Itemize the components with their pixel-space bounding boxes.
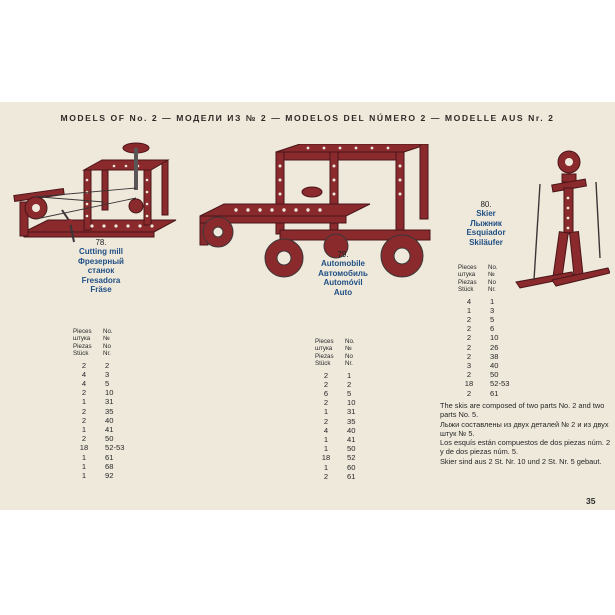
model-name: Automóvil	[323, 278, 363, 288]
model-name: Automobile	[321, 259, 365, 269]
model-number: 79.	[337, 250, 349, 259]
model-79-caption: 79. Automobile Автомобиль Automóvil Auto	[298, 250, 388, 297]
model-name: Автомобиль	[318, 268, 368, 278]
model-number: 78.	[95, 238, 107, 247]
model-name: Skier	[476, 209, 496, 219]
model-name: Cutting mill	[79, 247, 123, 257]
skis-note: The skis are composed of two parts No. 2…	[440, 401, 612, 466]
model-number: 80.	[480, 200, 492, 209]
automobile-illustration	[199, 144, 431, 278]
note-russian: Лыжи составлены из двух деталей № 2 и из…	[440, 419, 609, 438]
model-80-caption: 80. Skier Лыжник Esquiador Skiläufer	[446, 200, 526, 247]
model-name: Фрезерный	[78, 256, 124, 266]
model-name: станок	[87, 266, 115, 276]
note-english: The skis are composed of two parts No. 2…	[440, 401, 605, 420]
model-name: Skiläufer	[469, 237, 503, 247]
model-name: Esquiador	[466, 228, 506, 238]
skier-illustration	[515, 150, 610, 289]
model-name: Auto	[333, 287, 353, 297]
manual-page: MODELS OF No. 2 — МОДЕЛИ ИЗ № 2 — MODELO…	[0, 102, 615, 510]
cutting-mill-illustration	[13, 142, 177, 243]
note-german: Skier sind aus 2 St. Nr. 10 und 2 St. Nr…	[440, 456, 602, 466]
model-name: Fräse	[90, 285, 112, 295]
model-name: Fresadora	[81, 275, 121, 285]
page-number: 35	[586, 496, 596, 506]
model-name: Лыжник	[470, 218, 502, 228]
note-spanish: Los esquís están compuestos de dos pieza…	[440, 438, 611, 457]
page-header: MODELS OF No. 2 — МОДЕЛИ ИЗ № 2 — MODELO…	[60, 113, 555, 123]
model-78-caption: 78. Cutting mill Фрезерный станок Fresad…	[56, 238, 146, 294]
